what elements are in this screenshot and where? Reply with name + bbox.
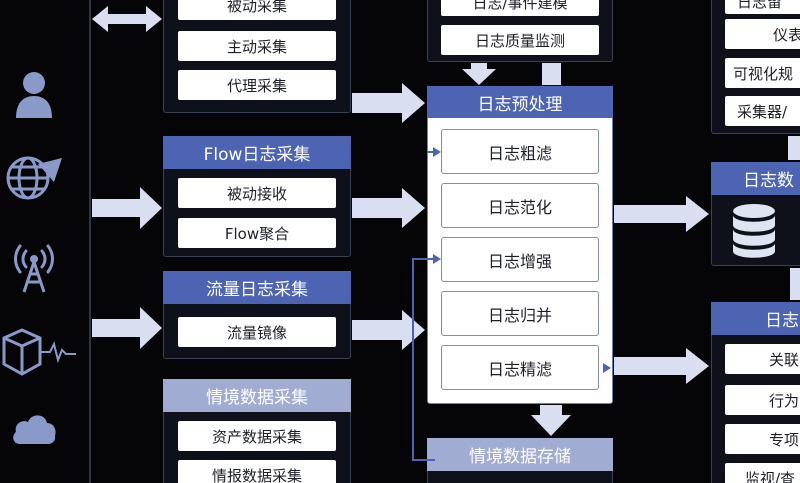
fine-filter-out-arrowhead xyxy=(603,363,611,373)
right-top-item-4: 采集器/ xyxy=(725,96,800,126)
feedback-line xyxy=(412,258,437,461)
flow-aggregation-item: Flow聚合 xyxy=(178,218,336,248)
traffic-collection-title: 流量日志采集 xyxy=(163,271,351,304)
left-bracket-line xyxy=(89,0,91,483)
right-top-item-1: 日志留 xyxy=(725,0,800,14)
context-storage-title: 情境数据存储 xyxy=(427,438,613,471)
preprocess-step-normalize: 日志范化 xyxy=(441,183,599,228)
proxy-collection-item: 代理采集 xyxy=(178,70,336,100)
log-event-modeling-item: 日志/事件建模 xyxy=(441,0,599,16)
preprocess-step-fine-filter: 日志精滤 xyxy=(441,345,599,390)
log-quality-monitoring-item: 日志质量监测 xyxy=(441,25,599,55)
preprocess-title: 日志预处理 xyxy=(427,86,613,118)
preprocess-step-merge: 日志归并 xyxy=(441,291,599,336)
preprocess-step-enrich: 日志增强 xyxy=(441,237,599,282)
database-icon xyxy=(733,204,775,258)
double-arrow xyxy=(92,6,162,32)
globe-icon xyxy=(6,156,62,200)
correlation-item: 关联 xyxy=(725,344,800,374)
arrow-flow xyxy=(92,187,162,229)
arrow-down-storage xyxy=(531,405,571,436)
connector-right-1 xyxy=(788,136,800,160)
special-item: 专项 xyxy=(725,424,800,454)
connector-quality xyxy=(542,63,561,85)
device-box-icon xyxy=(2,328,76,376)
arrow-to-preprocess-2 xyxy=(352,188,425,228)
intel-data-collection-item: 情报数据采集 xyxy=(178,460,336,483)
log-analysis-title: 日志 xyxy=(711,302,800,335)
arrow-traffic xyxy=(92,307,162,349)
antenna-tower-icon xyxy=(14,244,54,293)
right-top-item-2: 仪表 xyxy=(725,19,800,49)
arrow-to-analysis xyxy=(614,348,709,384)
monitor-query-item: 监视/查 xyxy=(725,463,800,483)
user-icon xyxy=(16,72,52,118)
right-top-item-3: 可视化规 xyxy=(725,58,800,88)
arrow-vertical-right xyxy=(790,268,800,300)
feedback-arrowhead xyxy=(433,254,441,264)
active-collection-item: 主动采集 xyxy=(178,31,336,61)
context-collection-title: 情境数据采集 xyxy=(163,379,351,412)
intake-arrowhead xyxy=(433,147,441,157)
cloud-icon xyxy=(13,415,56,444)
passive-collection-item: 被动采集 xyxy=(178,0,336,20)
behavior-item: 行为 xyxy=(725,385,800,415)
arrow-down-modeling xyxy=(462,63,496,85)
traffic-mirror-item: 流量镜像 xyxy=(178,317,336,347)
flow-collection-title: Flow日志采集 xyxy=(163,136,351,169)
arrow-to-preprocess-1 xyxy=(352,83,425,123)
flow-passive-receive-item: 被动接收 xyxy=(178,178,336,208)
arrow-to-log-data xyxy=(614,196,709,232)
log-data-title: 日志数 xyxy=(711,162,800,195)
preprocess-step-coarse-filter: 日志粗滤 xyxy=(441,129,599,174)
arrow-to-preprocess-3 xyxy=(352,310,425,350)
asset-data-collection-item: 资产数据采集 xyxy=(178,421,336,451)
